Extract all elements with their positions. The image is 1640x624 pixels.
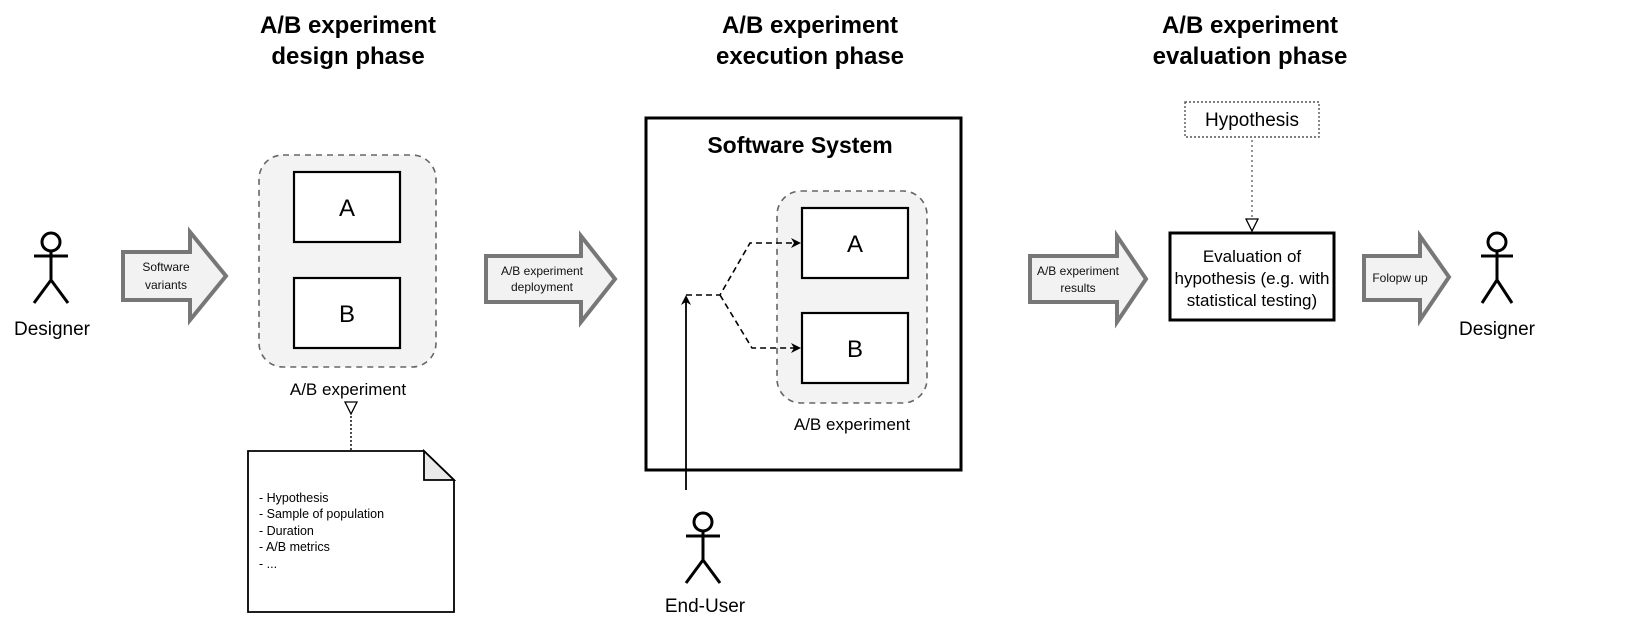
block-arrow-icon [1362, 229, 1452, 327]
software-variants-line1: Software [142, 260, 190, 274]
end-user-label: End-User [665, 596, 746, 617]
hypothesis-label: Hypothesis [1205, 110, 1299, 131]
design-variant-b-label: B [339, 301, 355, 328]
note-item: - Duration [259, 524, 314, 538]
block-arrow-icon [1028, 229, 1149, 329]
deployment-arrow: A/B experiment deployment [484, 230, 618, 328]
follow-up-label: Folopw up [1372, 271, 1428, 285]
block-arrow-icon [121, 226, 229, 326]
evaluation-phase-title-line2: evaluation phase [1153, 43, 1348, 70]
evaluation-box: Evaluation of hypothesis (e.g. with stat… [1168, 231, 1336, 322]
evaluation-phase-title: A/B experiment evaluation phase [1153, 12, 1348, 70]
route-to-b-arrow [719, 294, 801, 353]
follow-up-arrow: Folopw up [1362, 229, 1452, 327]
design-phase-title: A/B experiment design phase [260, 12, 436, 70]
results-arrow: A/B experiment results [1028, 229, 1149, 329]
execution-variant-b-box [800, 311, 910, 385]
execution-variant-a-label: A [847, 231, 863, 258]
execution-variant-a-box [800, 206, 910, 280]
design-variant-a-label: A [339, 195, 355, 222]
note-shape [247, 450, 455, 613]
software-system-title: Software System [707, 132, 892, 158]
results-line1: A/B experiment [1037, 264, 1120, 278]
software-variants-line2: variants [145, 278, 187, 292]
results-line2: results [1060, 281, 1095, 295]
stick-figure-icon [684, 511, 722, 584]
end-user-actor: End-User [665, 511, 746, 617]
stick-figure-icon [32, 231, 70, 304]
designer-left-actor: Designer [14, 231, 91, 340]
evaluation-line2: hypothesis (e.g. with [1175, 269, 1330, 288]
stick-figure-icon [1480, 231, 1514, 304]
design-variant-b-box [292, 276, 402, 350]
note-item: - A/B metrics [259, 540, 330, 554]
deployment-line2: deployment [511, 280, 574, 294]
execution-phase-title: A/B experiment execution phase [716, 12, 904, 70]
hypothesis-box: Hypothesis [1184, 101, 1320, 138]
designer-left-label: Designer [14, 319, 91, 340]
evaluation-phase-title-line1: A/B experiment [1162, 12, 1338, 39]
software-system: Software System A B A/B experiment [644, 116, 963, 490]
note-fold-icon [423, 448, 457, 481]
note-item: - Sample of population [259, 507, 384, 521]
execution-phase-title-line1: A/B experiment [722, 12, 898, 39]
evaluation-container [1168, 231, 1336, 322]
software-variants-arrow: Software variants [121, 226, 229, 326]
design-phase-title-line2: design phase [271, 43, 424, 70]
design-phase-title-line1: A/B experiment [260, 12, 436, 39]
designer-right-label: Designer [1459, 319, 1536, 340]
design-ab-experiment-group: A B A/B experiment [258, 154, 437, 399]
block-arrow-icon [484, 230, 618, 328]
deployment-line1: A/B experiment [501, 264, 584, 278]
evaluation-line3: statistical testing) [1187, 291, 1317, 310]
designer-right-actor: Designer [1459, 231, 1536, 340]
execution-phase-title-line2: execution phase [716, 43, 904, 70]
design-variant-a-box [292, 170, 402, 244]
execution-variant-b-label: B [847, 336, 863, 363]
hypothesis-container [1184, 101, 1320, 138]
design-note: - Hypothesis - Sample of population - Du… [247, 448, 457, 613]
note-item: - Hypothesis [259, 491, 328, 505]
execution-group-caption: A/B experiment [794, 415, 910, 434]
design-group-caption: A/B experiment [290, 380, 406, 399]
evaluation-line1: Evaluation of [1203, 247, 1302, 266]
note-item: - ... [259, 557, 277, 571]
route-to-a-arrow [686, 238, 801, 296]
